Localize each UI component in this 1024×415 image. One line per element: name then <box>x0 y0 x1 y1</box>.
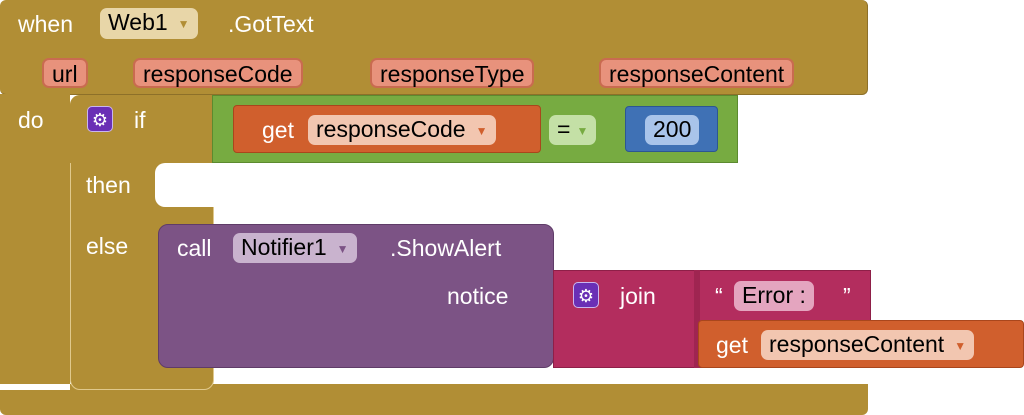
dropdown-arrow-icon: ▼ <box>576 123 589 138</box>
dropdown-arrow-icon: ▼ <box>177 16 190 31</box>
text-join-inner-column <box>694 270 700 368</box>
event-footer-gap <box>70 384 868 390</box>
event-block-spine <box>0 94 70 384</box>
event-name: .GotText <box>228 11 314 37</box>
get-label: get <box>716 332 748 358</box>
event-block-web1-gottext[interactable]: when Web1 ▼ .GotText url responseCode res… <box>0 0 868 95</box>
dropdown-arrow-icon: ▼ <box>475 123 488 138</box>
string-close-quote: ” <box>843 283 851 309</box>
if-label: if <box>134 107 146 133</box>
component-name: Web1 <box>108 9 168 35</box>
join-label: join <box>620 283 656 309</box>
component-name: Notifier1 <box>241 234 327 260</box>
variable-name: responseCode <box>316 116 466 142</box>
operator-dropdown[interactable]: =▼ <box>549 115 597 145</box>
param-responsecontent[interactable]: responseContent <box>599 58 795 88</box>
event-block-footer <box>0 390 868 415</box>
when-label: when <box>18 11 73 37</box>
param-responsecode[interactable]: responseCode <box>133 58 303 88</box>
string-open-quote: “ <box>715 283 723 309</box>
do-label: do <box>18 107 44 133</box>
mutator-gear-icon[interactable]: ⚙ <box>573 282 599 308</box>
call-label: call <box>177 235 212 261</box>
variable-dropdown-responsecode[interactable]: responseCode ▼ <box>308 115 496 145</box>
operator-value: = <box>557 116 571 142</box>
param-responsetype[interactable]: responseType <box>370 58 535 88</box>
component-dropdown-notifier1[interactable]: Notifier1 ▼ <box>233 233 357 263</box>
param-url[interactable]: url <box>42 58 88 88</box>
get-label: get <box>262 117 294 143</box>
string-value-error[interactable]: Error : <box>734 281 814 311</box>
mutator-gear-icon[interactable]: ⚙ <box>87 106 113 132</box>
component-dropdown-web1[interactable]: Web1 ▼ <box>100 8 198 39</box>
number-value[interactable]: 200 <box>645 115 700 145</box>
variable-name: responseContent <box>769 331 945 357</box>
variable-dropdown-responsecontent[interactable]: responseContent ▼ <box>761 330 975 360</box>
then-label: then <box>86 172 131 198</box>
else-label: else <box>86 233 129 259</box>
dropdown-arrow-icon: ▼ <box>954 338 967 353</box>
dropdown-arrow-icon: ▼ <box>336 241 349 256</box>
method-name: .ShowAlert <box>390 235 502 261</box>
notice-socket-label: notice <box>447 283 509 309</box>
then-empty-socket[interactable] <box>155 163 215 207</box>
